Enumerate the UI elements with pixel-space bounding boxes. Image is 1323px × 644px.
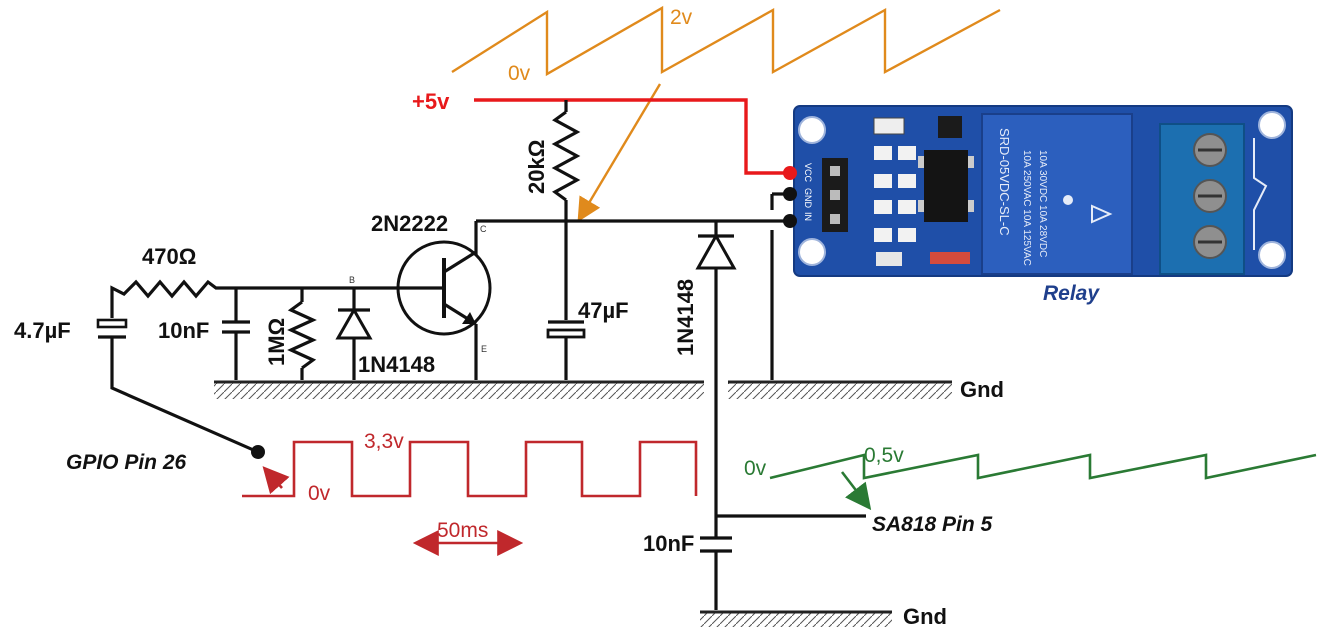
relay-model-text: SRD-05VDC-SL-C bbox=[997, 128, 1012, 236]
gpio-high-label: 3,3v bbox=[364, 430, 404, 453]
transistor-pin-e: E bbox=[481, 344, 487, 354]
ground-lower-label: Gnd bbox=[903, 604, 947, 629]
relay-caption: Relay bbox=[1043, 282, 1100, 305]
orange-low-label: 0v bbox=[508, 62, 531, 85]
collector-waveform-arrow bbox=[577, 83, 662, 223]
transistor-2n2222: 2N2222 B C E bbox=[349, 211, 492, 380]
ground-rail-main: Gnd bbox=[214, 377, 1004, 402]
relay-module: VCC GND IN SRD-05VDC-SL-C 10A 250VAC 10A… bbox=[783, 105, 1293, 305]
relay-pin-in: IN bbox=[803, 212, 813, 221]
relay-pin-gnd: GND bbox=[803, 188, 813, 209]
period-label: 50ms bbox=[437, 519, 488, 542]
output-network: 1N4148 10nF bbox=[643, 221, 866, 610]
sa818-low-label: 0v bbox=[744, 457, 767, 480]
gpio-pin-label: GPIO Pin 26 bbox=[66, 451, 187, 474]
transistor-label: 2N2222 bbox=[371, 211, 448, 236]
relay-rating-line-2: 10A 30VDC 10A 28VDC bbox=[1037, 150, 1048, 257]
collector-sawtooth-waveform: 0v 2v bbox=[451, 5, 1001, 223]
sa818-high-label: 0,5v bbox=[864, 444, 904, 467]
capacitor-4-7uf-label: 4.7µF bbox=[14, 318, 71, 343]
transistor-pin-c: C bbox=[480, 224, 487, 234]
resistor-20k: 20kΩ bbox=[524, 110, 581, 320]
ground-main-label: Gnd bbox=[960, 377, 1004, 402]
capacitor-10nf-output-label: 10nF bbox=[643, 531, 694, 556]
supply-rail: +5v bbox=[412, 89, 790, 175]
diode-base-label: 1N4148 bbox=[358, 352, 435, 377]
diode-output-label: 1N4148 bbox=[673, 279, 698, 356]
capacitor-47uf: 47µF bbox=[546, 298, 629, 380]
resistor-1m-label: 1MΩ bbox=[264, 318, 289, 366]
sa818-waveform-arrow bbox=[840, 471, 872, 511]
relay-pin-vcc: VCC bbox=[803, 163, 813, 183]
collector-node bbox=[474, 192, 790, 380]
relay-rating-line-1: 10A 250VAC 10A 125VAC bbox=[1021, 150, 1032, 266]
resistor-20k-label: 20kΩ bbox=[524, 140, 549, 194]
capacitor-47uf-label: 47µF bbox=[578, 298, 629, 323]
ground-rail-lower: Gnd bbox=[700, 604, 947, 629]
base-network: 10nF 1MΩ 1N4148 bbox=[158, 286, 435, 380]
gpio-waveform-arrow bbox=[262, 466, 290, 495]
supply-label: +5v bbox=[412, 89, 450, 114]
sa818-pin-label: SA818 Pin 5 bbox=[872, 513, 993, 536]
gpio-low-label: 0v bbox=[308, 482, 331, 505]
input-network: 470Ω 4.7µF bbox=[14, 244, 265, 459]
gpio-square-waveform: 3,3v 0v 50ms GPIO Pin 26 bbox=[66, 430, 698, 556]
capacitor-10nf-base-label: 10nF bbox=[158, 318, 209, 343]
orange-high-label: 2v bbox=[670, 6, 693, 29]
transistor-pin-b: B bbox=[349, 275, 355, 285]
resistor-470-label: 470Ω bbox=[142, 244, 196, 269]
sa818-sawtooth-waveform: 0v 0,5v SA818 Pin 5 bbox=[744, 444, 1317, 536]
